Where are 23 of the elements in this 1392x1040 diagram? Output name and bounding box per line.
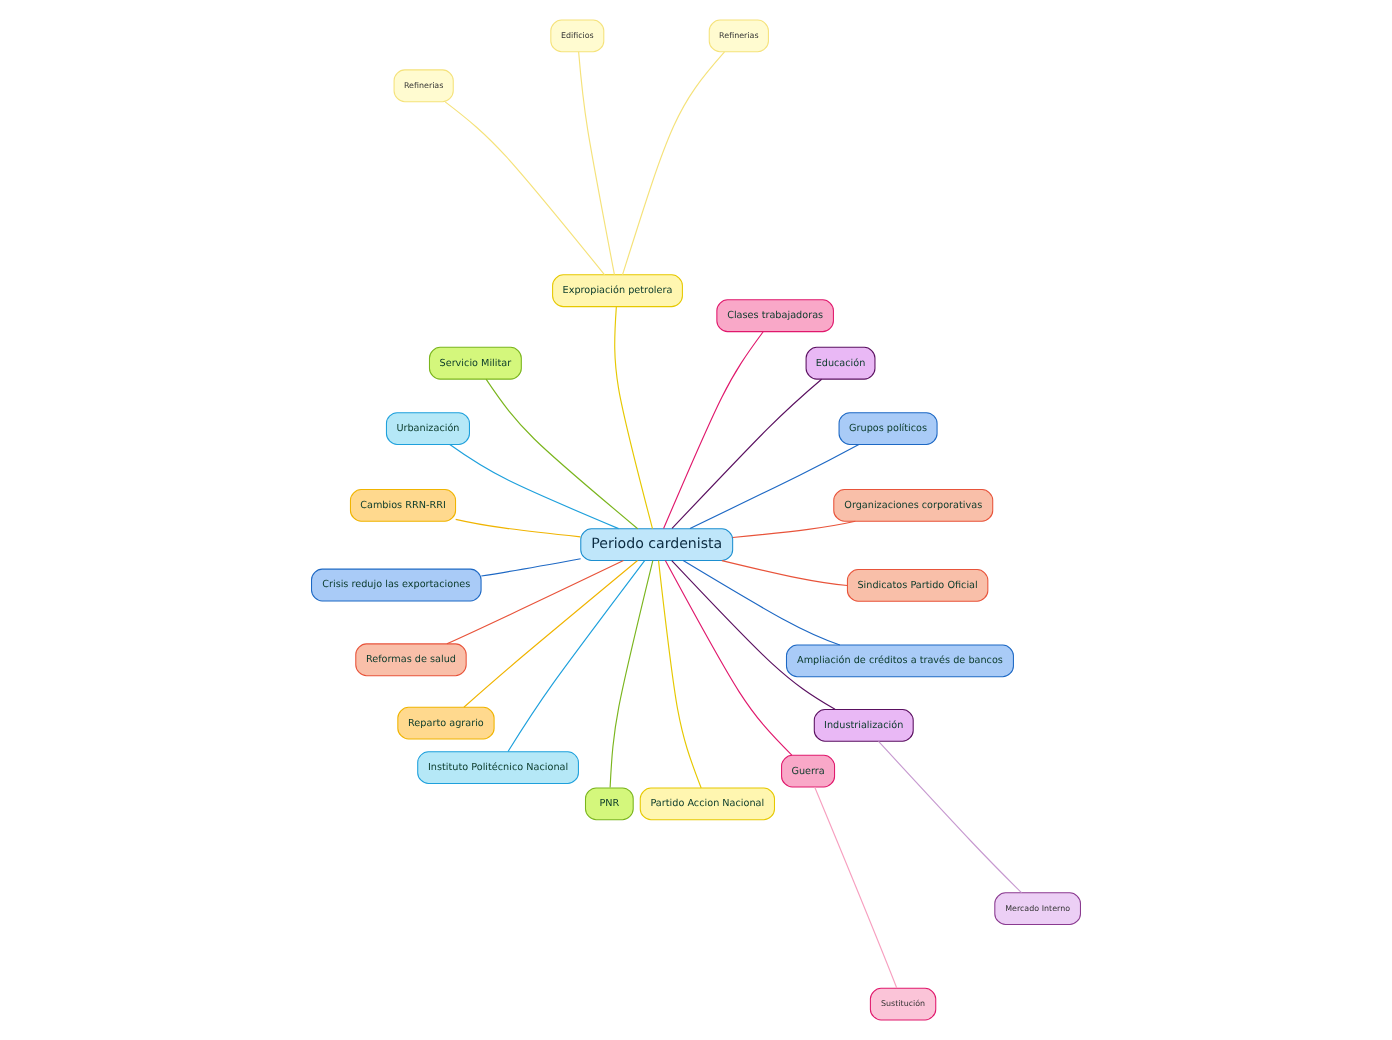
- connector: [664, 560, 793, 756]
- connector: [480, 558, 582, 577]
- connector: [671, 378, 823, 529]
- connector: [682, 560, 841, 646]
- connector: [444, 101, 606, 276]
- connector: [663, 331, 764, 530]
- connector: [609, 560, 654, 789]
- connector: [732, 520, 856, 539]
- connector: [657, 560, 702, 789]
- connector: [689, 443, 860, 530]
- connector: [485, 378, 639, 530]
- connector: [877, 740, 1023, 894]
- connector: [578, 51, 615, 276]
- connector: [671, 560, 836, 710]
- connector: [449, 443, 620, 530]
- connector: [446, 559, 625, 645]
- connector: [463, 559, 639, 708]
- connector: [814, 786, 898, 989]
- connector: [507, 560, 646, 753]
- connector: [455, 518, 581, 538]
- connector: [721, 560, 848, 587]
- connector: [621, 51, 726, 276]
- connector: [614, 306, 654, 530]
